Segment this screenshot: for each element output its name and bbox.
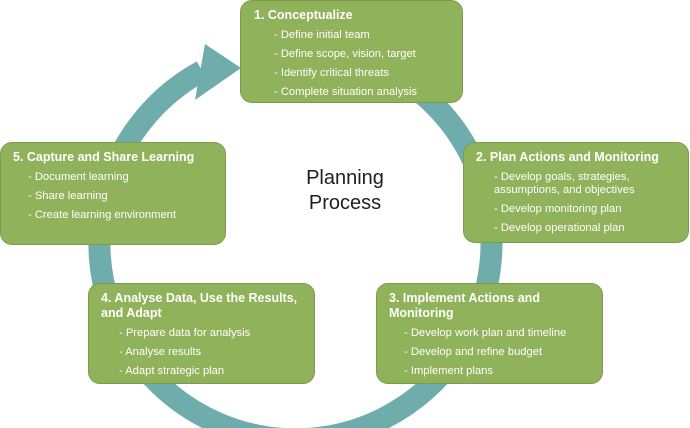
step-item: - Define scope, vision, target [274,48,416,60]
step-title: 5. Capture and Share Learning [13,150,195,164]
step-item: - Share learning [28,190,108,202]
step-item: - Adapt strategic plan [119,365,225,377]
step-title: 3. Implement Actions and Monitoring [389,291,540,320]
step-item-list: - Define initial team - Define scope, vi… [254,26,452,102]
step-item: - Create learning environment [28,209,176,221]
step-item-list: - Document learning - Share learning - C… [13,168,215,225]
step-item: - Analyse results [119,346,202,358]
step-item: - Implement plans [404,365,493,377]
step-item: - Complete situation analysis [274,86,418,98]
step-item: - Develop work plan and timeline [404,327,567,339]
step-title: 2. Plan Actions and Monitoring [476,150,659,164]
step-item: - Identify critical threats [274,67,390,79]
step-item: - Develop and refine budget [404,346,543,358]
step-box-analyse-data: 4. Analyse Data, Use the Results, and Ad… [88,283,315,384]
step-box-conceptualize: 1. Conceptualize - Define initial team -… [240,0,463,103]
step-item-list: - Develop work plan and timeline - Devel… [389,324,592,381]
step-item: - Define initial team [274,29,370,41]
step-item-list: - Prepare data for analysis - Analyse re… [101,324,304,381]
step-title: 1. Conceptualize [254,8,353,22]
step-title: 4. Analyse Data, Use the Results, and Ad… [101,291,298,320]
center-title-line-1: Planning [306,167,384,189]
step-item: - Develop monitoring plan [494,203,622,215]
step-box-implement-actions: 3. Implement Actions and Monitoring - De… [376,283,603,384]
center-title-line-2: Process [308,192,382,214]
center-title: Planning Process [270,166,420,216]
step-item: - Develop goals, strategies, assumptions… [494,171,635,196]
step-item: - Document learning [28,171,129,183]
step-box-capture-learning: 5. Capture and Share Learning - Document… [0,142,226,245]
step-item: - Prepare data for analysis [119,327,251,339]
step-box-plan-actions: 2. Plan Actions and Monitoring - Develop… [463,142,689,243]
step-item: - Develop operational plan [494,222,625,234]
ring-arrowhead [195,44,241,100]
step-item-list: - Develop goals, strategies, assumptions… [476,168,678,238]
